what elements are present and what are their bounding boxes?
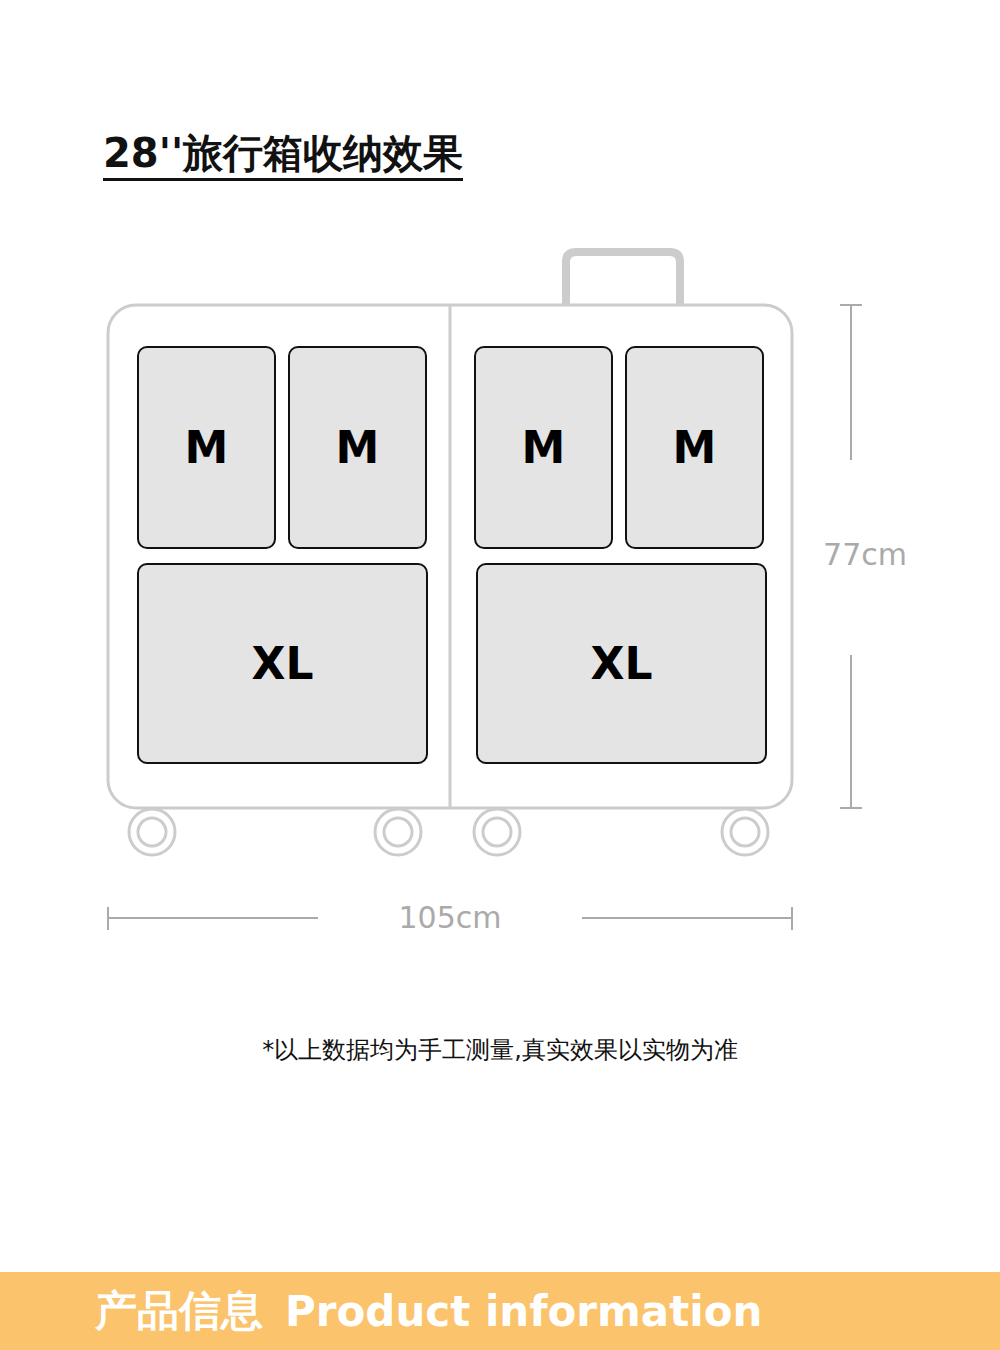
storage-cube: XL <box>476 563 767 764</box>
suitcase-body <box>108 305 792 808</box>
storage-cube: M <box>474 346 613 549</box>
size-label: XL <box>591 638 653 689</box>
dimension-height: 77cm <box>823 537 907 573</box>
banner-text: Product information <box>285 1287 762 1336</box>
size-label: M <box>185 422 229 473</box>
info-banner: 产品信息 Product information <box>0 1272 1000 1350</box>
storage-cube: M <box>625 346 764 549</box>
size-label: XL <box>252 638 314 689</box>
storage-cube: XL <box>137 563 428 764</box>
storage-cube: M <box>288 346 427 549</box>
size-label: M <box>336 422 380 473</box>
size-label: M <box>522 422 566 473</box>
size-label: M <box>673 422 717 473</box>
title: 28''旅行箱收纳效果 <box>103 128 463 181</box>
note: *以上数据均为手工测量,真实效果以实物为准 <box>262 1036 738 1065</box>
divider <box>449 305 452 808</box>
wheels <box>129 809 768 855</box>
handle <box>566 252 680 305</box>
dimension-width: 105cm <box>399 900 502 936</box>
storage-cube: M <box>137 346 276 549</box>
dimension-lines <box>108 305 862 930</box>
banner-text: 产品信息 <box>95 1283 263 1339</box>
